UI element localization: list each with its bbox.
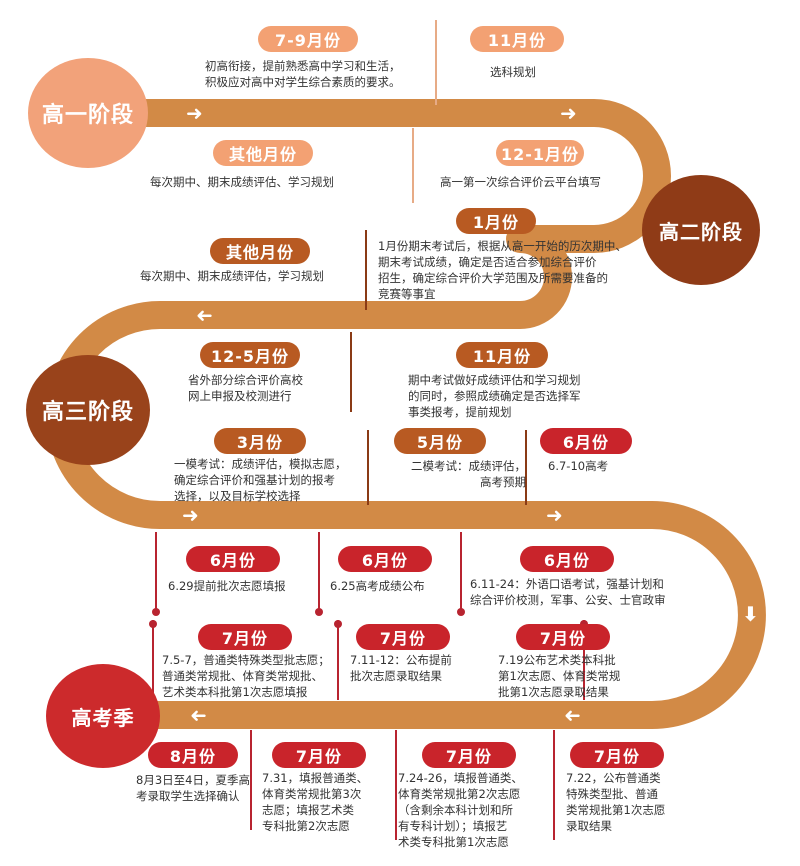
month-tag: 7-9月份 [258, 26, 358, 52]
item-text: 6.29提前批次志愿填报 [168, 579, 286, 593]
item-text: 7.11-12：公布提前 批次志愿录取结果 [350, 653, 452, 683]
connector-line [395, 730, 397, 840]
month-tag: 6月份 [520, 546, 614, 572]
connector-line [525, 430, 527, 505]
month-tag: 12-5月份 [200, 342, 300, 368]
stage-1-circle: 高一阶段 [28, 58, 148, 168]
item-text: 7.22，公布普通类 特殊类型批、普通 类常规批第1次志愿 录取结果 [566, 771, 666, 833]
month-tag: 6月份 [186, 546, 280, 572]
connector-line [337, 620, 339, 700]
month-tag: 12-1月份 [496, 140, 584, 166]
month-tag: 7月份 [356, 624, 450, 650]
item-text: 选科规划 [490, 65, 536, 79]
road-path [46, 99, 766, 729]
item-text: 6.7-10高考 [548, 459, 609, 473]
right-arrow-icon: ➜ [182, 503, 199, 527]
connector-line [553, 730, 555, 840]
item-text: 初高衔接，提前熟悉高中学习和生活， 积极应对高中对学生综合素质的要求。 [205, 59, 401, 89]
left-arrow-icon: ➜ [556, 303, 573, 327]
right-arrow-icon: ➜ [186, 101, 203, 125]
item-text: 7.31，填报普通类、 体育类常规批第3次 志愿；填报艺术类 专科批第2次志愿 [262, 771, 369, 833]
month-tag: 7月份 [516, 624, 610, 650]
month-tag: 1月份 [456, 208, 536, 234]
month-tag: 6月份 [338, 546, 432, 572]
connector-line [350, 332, 352, 412]
month-tag: 7月份 [198, 624, 292, 650]
left-arrow-icon: ➜ [564, 703, 581, 727]
month-tag: 其他月份 [213, 140, 313, 166]
item-text: 省外部分综合评价高校 网上申报及校测进行 [188, 373, 303, 403]
connector-line [250, 730, 252, 830]
item-text: 7.24-26，填报普通类、 体育类常规批第2次志愿 （含剩余本科计划和所 有专… [398, 771, 523, 849]
item-text: 1月份期末考试后，根据从高一开始的历次期中、 期末考试成绩，确定是否适合参加综合… [378, 239, 627, 301]
month-tag: 11月份 [470, 26, 564, 52]
month-tag: 其他月份 [210, 238, 310, 264]
month-tag: 8月份 [148, 742, 238, 768]
month-tag: 7月份 [272, 742, 366, 768]
item-text: 6.11-24：外语口语考试，强基计划和 综合评价校测，军事、公安、士官政审 [470, 577, 666, 607]
left-arrow-icon: ➜ [196, 303, 213, 327]
connector-dot [152, 608, 160, 616]
connector-line [152, 620, 154, 700]
month-tag: 11月份 [456, 342, 548, 368]
item-text: 二模考试：成绩评估， 高考预期 [411, 459, 526, 489]
connector-line [367, 430, 369, 505]
connector-line [460, 532, 462, 612]
right-arrow-icon: ➜ [546, 503, 563, 527]
item-text: 一模考试：成绩评估，模拟志愿， 确定综合评价和强基计划的报考 选择，以及目标学校… [174, 457, 347, 503]
connector-line [155, 532, 157, 612]
month-tag: 5月份 [394, 428, 486, 454]
item-text: 8月3日至4日，夏季高 考录取学生选择确认 [136, 773, 250, 803]
connector-dot [315, 608, 323, 616]
item-text: 7.19公布艺术类本科批 第1次志愿、体育类常规 批第1次志愿录取结果 [498, 653, 621, 699]
item-text: 每次期中、期末成绩评估，学习规划 [140, 269, 324, 283]
month-tag: 3月份 [214, 428, 306, 454]
stage-3-circle: 高三阶段 [26, 355, 150, 465]
connector-dot [334, 620, 342, 628]
connector-line [435, 20, 437, 105]
connector-line [412, 128, 414, 203]
connector-line [365, 230, 367, 310]
item-text: 期中考试做好成绩评估和学习规划 的同时，参照成绩确定是否选择军 事类报考，提前规… [408, 373, 581, 419]
item-text: 6.25高考成绩公布 [330, 579, 425, 593]
item-text: 每次期中、期末成绩评估、学习规划 [150, 175, 334, 189]
connector-dot [149, 620, 157, 628]
connector-line [583, 620, 585, 700]
item-text: 高一第一次综合评价云平台填写 [440, 175, 601, 189]
connector-line [318, 532, 320, 612]
stage-4-circle: 高考季 [46, 664, 160, 768]
month-tag: 6月份 [540, 428, 632, 454]
connector-dot [457, 608, 465, 616]
month-tag: 7月份 [570, 742, 664, 768]
stage-2-circle: 高二阶段 [642, 175, 760, 285]
left-arrow-icon: ➜ [190, 703, 207, 727]
right-arrow-icon: ➜ [560, 101, 577, 125]
month-tag: 7月份 [422, 742, 516, 768]
item-text: 7.5-7，普通类特殊类型批志愿； 普通类常规批、体育类常规批、 艺术类本科批第… [162, 653, 330, 699]
down-arrow-icon: ⬇ [742, 602, 759, 626]
